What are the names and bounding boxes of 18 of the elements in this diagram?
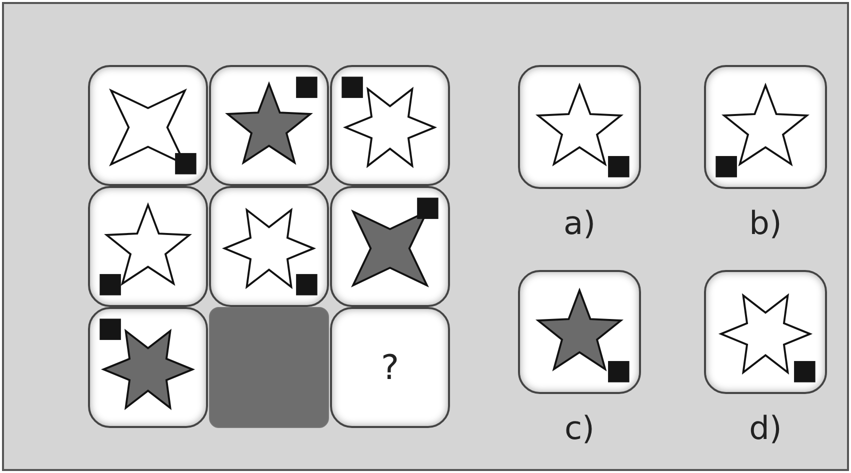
puzzle-tile (88, 307, 208, 428)
puzzle-tile (209, 65, 329, 186)
puzzle-tile (704, 270, 827, 394)
puzzle-tile (88, 186, 208, 307)
question-mark: ? (380, 348, 400, 388)
option-label: b) (748, 207, 783, 239)
option-label: a) (562, 207, 597, 239)
puzzle-tile (330, 186, 450, 307)
puzzle-tile (209, 186, 329, 307)
puzzle-tile (330, 65, 450, 186)
puzzle-tile (330, 307, 450, 428)
puzzle-tile (518, 270, 641, 394)
option-label: c) (563, 412, 596, 444)
option-label: d) (748, 412, 783, 444)
puzzle-tile (88, 65, 208, 186)
filled-tile (209, 307, 329, 428)
puzzle-tile (704, 65, 827, 189)
puzzle-tile (518, 65, 641, 189)
